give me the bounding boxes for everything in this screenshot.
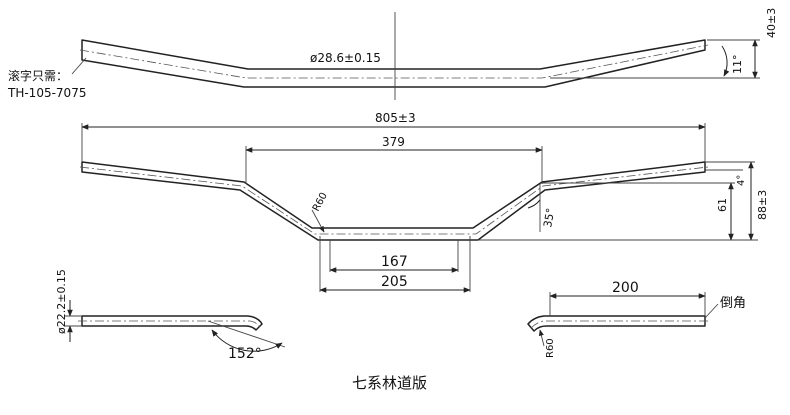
tube-diameter-label: ø28.6±0.15 (310, 51, 381, 65)
sweep-angle-ref (207, 320, 286, 348)
bend-radius-leader (311, 209, 325, 233)
front-view-tube-outline (81, 161, 706, 241)
sweep-angle-arc (211, 329, 283, 352)
sweep-angle-label: 152° (228, 346, 262, 362)
knurl-note-leader (71, 57, 87, 75)
bend-angle-label: 35° (541, 207, 557, 228)
top-view-centerline (79, 44, 709, 79)
chamfer-leader (704, 303, 719, 319)
right-side-view (527, 292, 719, 347)
top-height-label: 40±3 (765, 8, 778, 38)
end-radius-leader (538, 329, 545, 347)
bend-radius-label: R60 (311, 191, 330, 214)
top-view (71, 12, 760, 100)
overall-width-label: 805±3 (375, 111, 416, 125)
end-length-label: 200 (612, 280, 639, 296)
bend-width-label: 379 (382, 135, 405, 149)
left-side-tube-outline (81, 315, 263, 331)
drawing-caption: 七系林道版 (352, 374, 427, 392)
chamfer-label: 倒角 (720, 296, 746, 311)
top-angle-label: 11° (731, 55, 744, 75)
front-view (79, 123, 758, 293)
rise-inner-label: 61 (716, 198, 729, 212)
front-view-centerline (79, 166, 709, 235)
end-diameter-label: ø22.2±0.15 (55, 269, 68, 334)
top-angle-arc (721, 45, 730, 77)
center-width-inner-label: 167 (381, 254, 408, 270)
center-width-outer-label: 205 (381, 274, 408, 290)
knurl-note-line1: 滚字只需： (8, 68, 68, 83)
right-side-centerline (530, 320, 708, 329)
left-side-centerline (78, 320, 261, 329)
right-side-tube-outline (527, 315, 706, 332)
left-side-view (64, 300, 286, 352)
top-view-tube-outline (81, 39, 706, 88)
end-angle-label: 4° (736, 175, 747, 186)
knurl-note-line2: TH-105-7075 (7, 86, 86, 100)
bend-angle-arc (527, 199, 541, 209)
end-radius-label: R60 (545, 338, 556, 358)
rise-label: 88±3 (756, 190, 769, 220)
